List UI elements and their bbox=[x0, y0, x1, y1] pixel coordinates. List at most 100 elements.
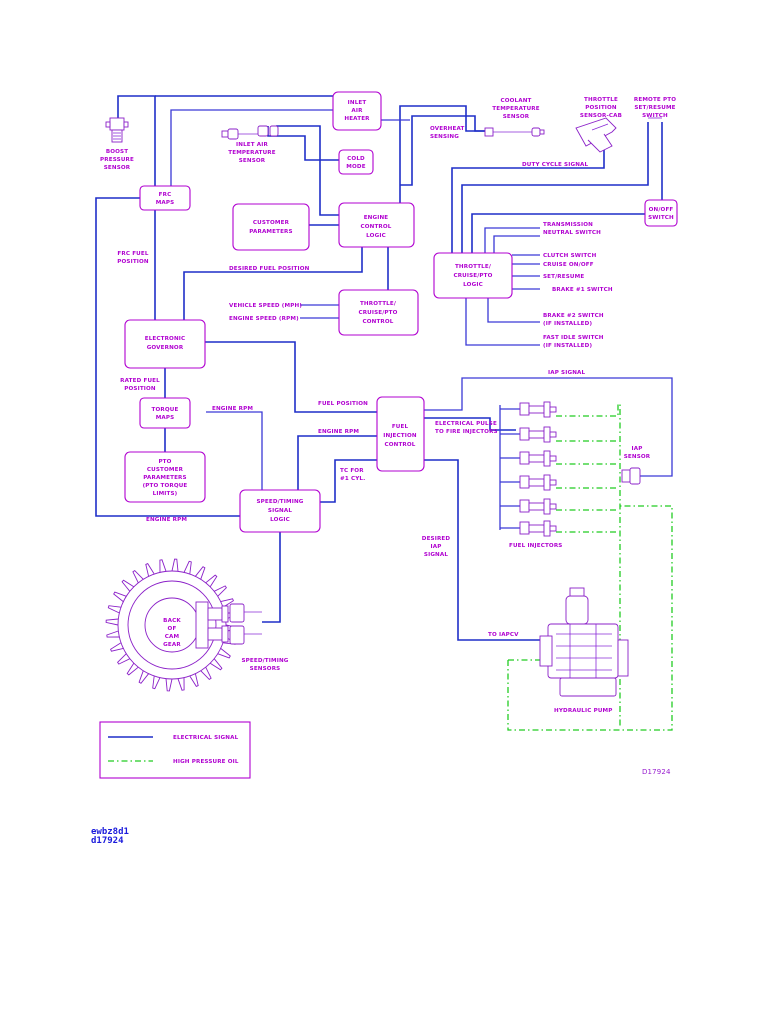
svg-text:FUEL: FUEL bbox=[392, 424, 409, 430]
svg-text:SENSORS: SENSORS bbox=[250, 666, 281, 672]
electrical-pulse-label: ELECTRICAL PULSE TO FIRE INJECTORS bbox=[435, 421, 498, 435]
fast-idle-switch-label: FAST IDLE SWITCH (IF INSTALLED) bbox=[543, 335, 604, 349]
iap-sensor-label: IAP SENSOR bbox=[624, 446, 651, 460]
gear-tooth bbox=[177, 677, 185, 691]
svg-text:SET/RESUME: SET/RESUME bbox=[634, 105, 675, 111]
fuel-injector bbox=[519, 450, 557, 467]
gear-tooth bbox=[165, 678, 173, 692]
legend-high-pressure-oil: HIGH PRESSURE OIL bbox=[173, 759, 239, 765]
gear-tooth bbox=[209, 658, 223, 671]
svg-text:MAPS: MAPS bbox=[156, 415, 175, 421]
fuel-position-label: FUEL POSITION bbox=[318, 401, 368, 407]
gear-tooth bbox=[132, 570, 144, 583]
iap-sensor-icon bbox=[621, 467, 641, 485]
svg-text:NEUTRAL SWITCH: NEUTRAL SWITCH bbox=[543, 230, 601, 236]
block-speed-timing-signal-logic: SPEED/TIMING SIGNAL LOGIC bbox=[239, 489, 321, 533]
gear-tooth bbox=[217, 648, 231, 659]
svg-text:CRUISE/PTO: CRUISE/PTO bbox=[358, 310, 397, 316]
svg-text:SPEED/TIMING: SPEED/TIMING bbox=[241, 658, 288, 664]
gear-tooth bbox=[110, 642, 124, 652]
svg-text:RATED FUEL: RATED FUEL bbox=[120, 378, 160, 384]
gear-tooth bbox=[126, 662, 139, 676]
coolant-sensor-icon bbox=[484, 127, 545, 137]
gear-tooth bbox=[159, 559, 167, 573]
svg-text:POSITION: POSITION bbox=[117, 259, 149, 265]
svg-text:CONTROL: CONTROL bbox=[360, 224, 391, 230]
svg-text:SENSOR: SENSOR bbox=[503, 114, 530, 120]
hydraulic-pump-icon bbox=[539, 587, 629, 697]
iap-signal-label: IAP SIGNAL bbox=[548, 370, 586, 376]
fuel-injector bbox=[519, 474, 557, 491]
gear-tooth bbox=[105, 618, 119, 626]
duty-cycle-signal-label: DUTY CYCLE SIGNAL bbox=[522, 162, 589, 168]
svg-text:TO FIRE INJECTORS: TO FIRE INJECTORS bbox=[435, 429, 498, 435]
gear-tooth bbox=[121, 579, 135, 592]
back-of-cam-gear-label: BACK OF CAM GEAR bbox=[163, 618, 181, 648]
legend-electrical-signal: ELECTRICAL SIGNAL bbox=[173, 735, 239, 741]
svg-text:TC FOR: TC FOR bbox=[340, 468, 364, 474]
block-pto-customer-parameters: PTO CUSTOMER PARAMETERS (PTO TORQUE LIMI… bbox=[124, 451, 206, 503]
svg-text:INLET AIR: INLET AIR bbox=[236, 142, 269, 148]
block-inlet-air-heater: INLET AIR HEATER bbox=[332, 91, 382, 131]
cam-gear-icon bbox=[105, 558, 239, 692]
oil-lines bbox=[507, 403, 673, 731]
frc-fuel-position-label: FRC FUEL POSITION bbox=[117, 251, 149, 265]
svg-text:CUSTOMER: CUSTOMER bbox=[147, 467, 184, 473]
speed-timing-sensors-icon bbox=[195, 601, 262, 649]
svg-text:IAP: IAP bbox=[632, 446, 643, 452]
block-customer-parameters: CUSTOMER PARAMETERS bbox=[232, 203, 310, 251]
fuel-injectors-group bbox=[519, 401, 557, 537]
svg-text:COOLANT: COOLANT bbox=[500, 98, 531, 104]
block-throttle-cruise-pto-control: THROTTLE/ CRUISE/PTO CONTROL bbox=[338, 289, 419, 336]
svg-text:LIMITS): LIMITS) bbox=[153, 491, 178, 497]
svg-text:PTO: PTO bbox=[158, 459, 171, 465]
svg-text:TORQUE: TORQUE bbox=[152, 407, 179, 413]
svg-text:REMOTE PTO: REMOTE PTO bbox=[634, 97, 676, 103]
svg-text:SENSOR: SENSOR bbox=[239, 158, 266, 164]
footer-code-2: d17924 bbox=[91, 836, 124, 846]
svg-text:CAM: CAM bbox=[165, 634, 180, 640]
fuel-injector bbox=[519, 520, 557, 537]
throttle-pedal-icon bbox=[575, 117, 617, 153]
gear-tooth bbox=[183, 560, 192, 575]
svg-text:(IF INSTALLED): (IF INSTALLED) bbox=[543, 321, 592, 327]
svg-text:ELECTRONIC: ELECTRONIC bbox=[145, 336, 186, 342]
svg-text:MODE: MODE bbox=[346, 164, 365, 170]
svg-text:CRUISE/PTO: CRUISE/PTO bbox=[453, 273, 492, 279]
gear-tooth bbox=[214, 585, 227, 597]
svg-text:GEAR: GEAR bbox=[163, 642, 181, 648]
svg-text:PARAMETERS: PARAMETERS bbox=[249, 229, 292, 235]
svg-text:(IF INSTALLED): (IF INSTALLED) bbox=[543, 343, 592, 349]
gear-tooth bbox=[205, 574, 218, 588]
svg-text:PARAMETERS: PARAMETERS bbox=[143, 475, 186, 481]
coolant-temp-sensor-label: COOLANT TEMPERATURE SENSOR bbox=[492, 98, 539, 120]
tc-for-cyl-label: TC FOR #1 CYL. bbox=[340, 468, 365, 482]
svg-text:TRANSMISSION: TRANSMISSION bbox=[543, 222, 593, 228]
transmission-neutral-switch-label: TRANSMISSION NEUTRAL SWITCH bbox=[543, 222, 601, 236]
svg-text:IAP: IAP bbox=[431, 544, 442, 550]
gear-tooth bbox=[220, 598, 234, 608]
svg-text:FRC: FRC bbox=[159, 192, 172, 198]
svg-text:CUSTOMER: CUSTOMER bbox=[253, 220, 290, 226]
svg-text:OF: OF bbox=[168, 626, 177, 632]
svg-text:CONTROL: CONTROL bbox=[362, 319, 393, 325]
gear-tooth bbox=[113, 591, 127, 602]
gear-tooth bbox=[171, 558, 179, 572]
svg-text:DESIRED: DESIRED bbox=[422, 536, 451, 542]
cruise-on-off-label: CRUISE ON/OFF bbox=[543, 262, 594, 268]
to-iapcv-label: TO IAPCV bbox=[488, 632, 519, 638]
block-engine-control-logic: ENGINE CONTROL LOGIC bbox=[338, 202, 415, 248]
throttle-position-sensor-label: THROTTLE POSITION SENSOR-CAB bbox=[580, 97, 622, 119]
desired-fuel-position-label: DESIRED FUEL POSITION bbox=[229, 266, 310, 272]
svg-text:MAPS: MAPS bbox=[156, 200, 175, 206]
svg-text:FRC FUEL: FRC FUEL bbox=[117, 251, 148, 257]
svg-text:(PTO TORQUE: (PTO TORQUE bbox=[143, 483, 188, 489]
svg-text:OVERHEAT: OVERHEAT bbox=[430, 126, 465, 132]
fuel-injector bbox=[519, 426, 557, 443]
gear-tooth bbox=[107, 605, 122, 614]
hydraulic-pump-label: HYDRAULIC PUMP bbox=[554, 708, 613, 714]
gear-tooth bbox=[145, 563, 155, 577]
block-cold-mode: COLD MODE bbox=[338, 149, 374, 175]
gear-tooth bbox=[200, 667, 212, 680]
